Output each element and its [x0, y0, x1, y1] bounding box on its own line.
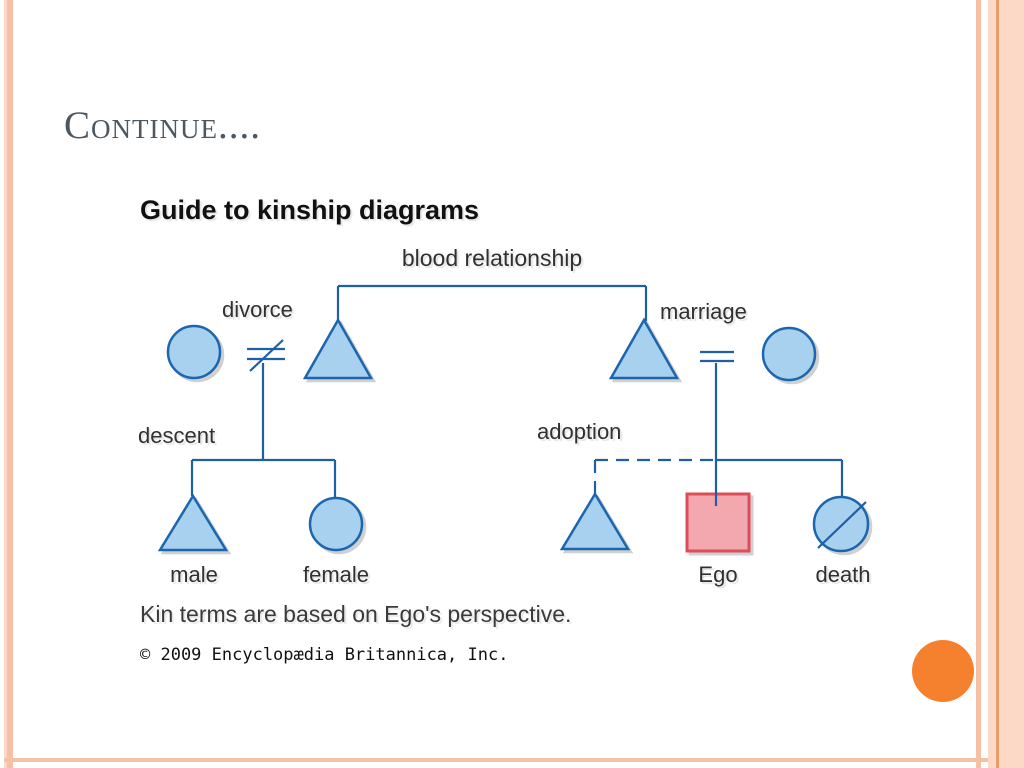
marriage-label: marriage — [660, 299, 747, 324]
female-circle-icon — [308, 496, 364, 552]
accent-circle — [912, 640, 974, 702]
frame-left-outer-line — [4, 0, 7, 768]
adoption-label: adoption — [537, 419, 622, 444]
female-label: female — [302, 562, 370, 587]
slide-title: Continue.... — [64, 104, 261, 147]
frame-right-band — [988, 0, 1024, 768]
adopted-male-triangle-icon — [559, 491, 631, 551]
divorce-female-circle-icon — [166, 324, 222, 380]
death-label: death — [815, 562, 871, 587]
divorce-slash-icon — [249, 339, 284, 372]
diagram-heading: Guide to kinship diagrams — [140, 195, 480, 225]
divorce-label: divorce — [222, 297, 293, 322]
frame-bottom-line — [4, 758, 988, 762]
ego-square-icon — [685, 492, 751, 553]
male-label: male — [170, 562, 218, 587]
marriage-male-triangle-icon — [608, 317, 680, 380]
divorce-male-triangle-icon — [302, 317, 374, 380]
copyright-line: © 2009 Encyclopædia Britannica, Inc. — [140, 645, 509, 665]
male-triangle-icon — [157, 493, 229, 552]
ego-label: Ego — [698, 562, 738, 587]
frame-right-thin-line — [976, 0, 981, 768]
frame-right-accent-line — [996, 0, 999, 768]
death-slash-icon — [817, 501, 867, 549]
descent-label: descent — [138, 423, 216, 448]
frame-left-inner-line — [7, 0, 13, 768]
marriage-female-circle-icon — [761, 326, 817, 382]
diagram-caption: Kin terms are based on Ego's perspective… — [140, 601, 572, 627]
blood-relationship-label: blood relationship — [401, 245, 583, 271]
